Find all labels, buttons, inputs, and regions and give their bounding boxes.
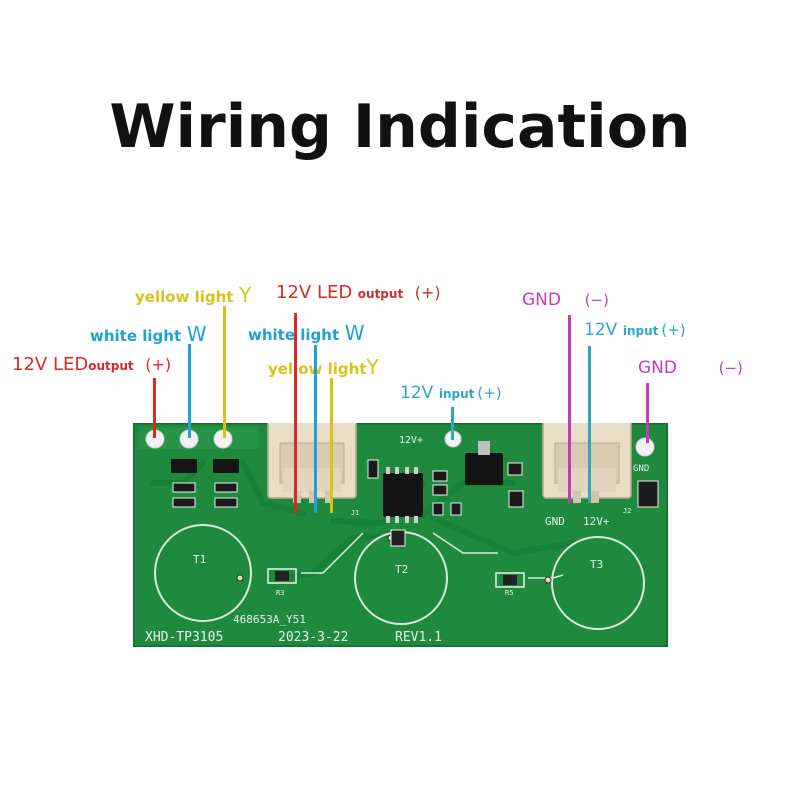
wire-led-output-left xyxy=(153,378,156,438)
label-gnd-right: GND (−) xyxy=(638,358,743,378)
wire-white-light-mid xyxy=(314,345,317,513)
pad-12v-top-label: 12V+ xyxy=(399,435,423,446)
label-white-light-mid: white light W xyxy=(248,321,365,345)
pcb-board: T1 T2 T3 R3 R5 J1 xyxy=(133,423,668,647)
t1-label: T1 xyxy=(193,553,206,566)
t3-label: T3 xyxy=(590,558,603,571)
wire-yellow-light-left xyxy=(223,306,226,438)
label-led-output-mid: 12V LED output (+) xyxy=(276,282,441,303)
connector-j1 xyxy=(267,423,357,503)
resistor-r5 xyxy=(495,572,525,588)
wire-12v-input-mid xyxy=(451,407,454,440)
label-yellow-light-mid: yellow lightY xyxy=(268,355,379,379)
ic-chip xyxy=(383,467,423,523)
batch-code: 468653A_Y51 xyxy=(233,613,306,626)
r5-label: R5 xyxy=(505,589,513,597)
j2-12v-label: 12V+ xyxy=(583,515,610,528)
label-led-output-left: 12V LEDoutput (+) xyxy=(12,354,172,375)
label-gnd-top: GND (−) xyxy=(522,290,609,310)
resistor-r3 xyxy=(267,568,297,584)
j2-label: J2 xyxy=(623,507,631,515)
label-white-light-left: white light W xyxy=(90,322,207,346)
j1-label: J1 xyxy=(351,509,359,517)
wire-yellow-light-mid xyxy=(330,378,333,513)
label-yellow-light-left: yellow light Y xyxy=(135,283,252,307)
t2-label: T2 xyxy=(395,563,408,576)
wire-gnd-right xyxy=(646,383,649,443)
j2-gnd-label: GND xyxy=(545,515,565,528)
wire-12v-input-right xyxy=(588,346,591,503)
touch-pad-t1 xyxy=(154,524,252,622)
touch-pad-t3 xyxy=(551,536,645,630)
wire-white-light-left xyxy=(188,344,191,438)
pad-gnd-right-label: GND xyxy=(633,464,649,474)
board-model: XHD-TP3105 xyxy=(145,630,223,645)
wire-gnd-top xyxy=(568,315,571,503)
label-12v-input-mid: 12V input(+) xyxy=(400,383,502,403)
page-title: Wiring Indication xyxy=(109,92,691,162)
connector-j2 xyxy=(542,423,632,503)
pads-left xyxy=(145,429,233,449)
label-12v-input-right: 12V input(+) xyxy=(584,320,686,340)
board-rev: REV1.1 xyxy=(395,630,442,645)
wire-led-output-mid xyxy=(294,313,297,513)
r3-label: R3 xyxy=(276,589,284,597)
board-date: 2023-3-22 xyxy=(278,630,348,645)
